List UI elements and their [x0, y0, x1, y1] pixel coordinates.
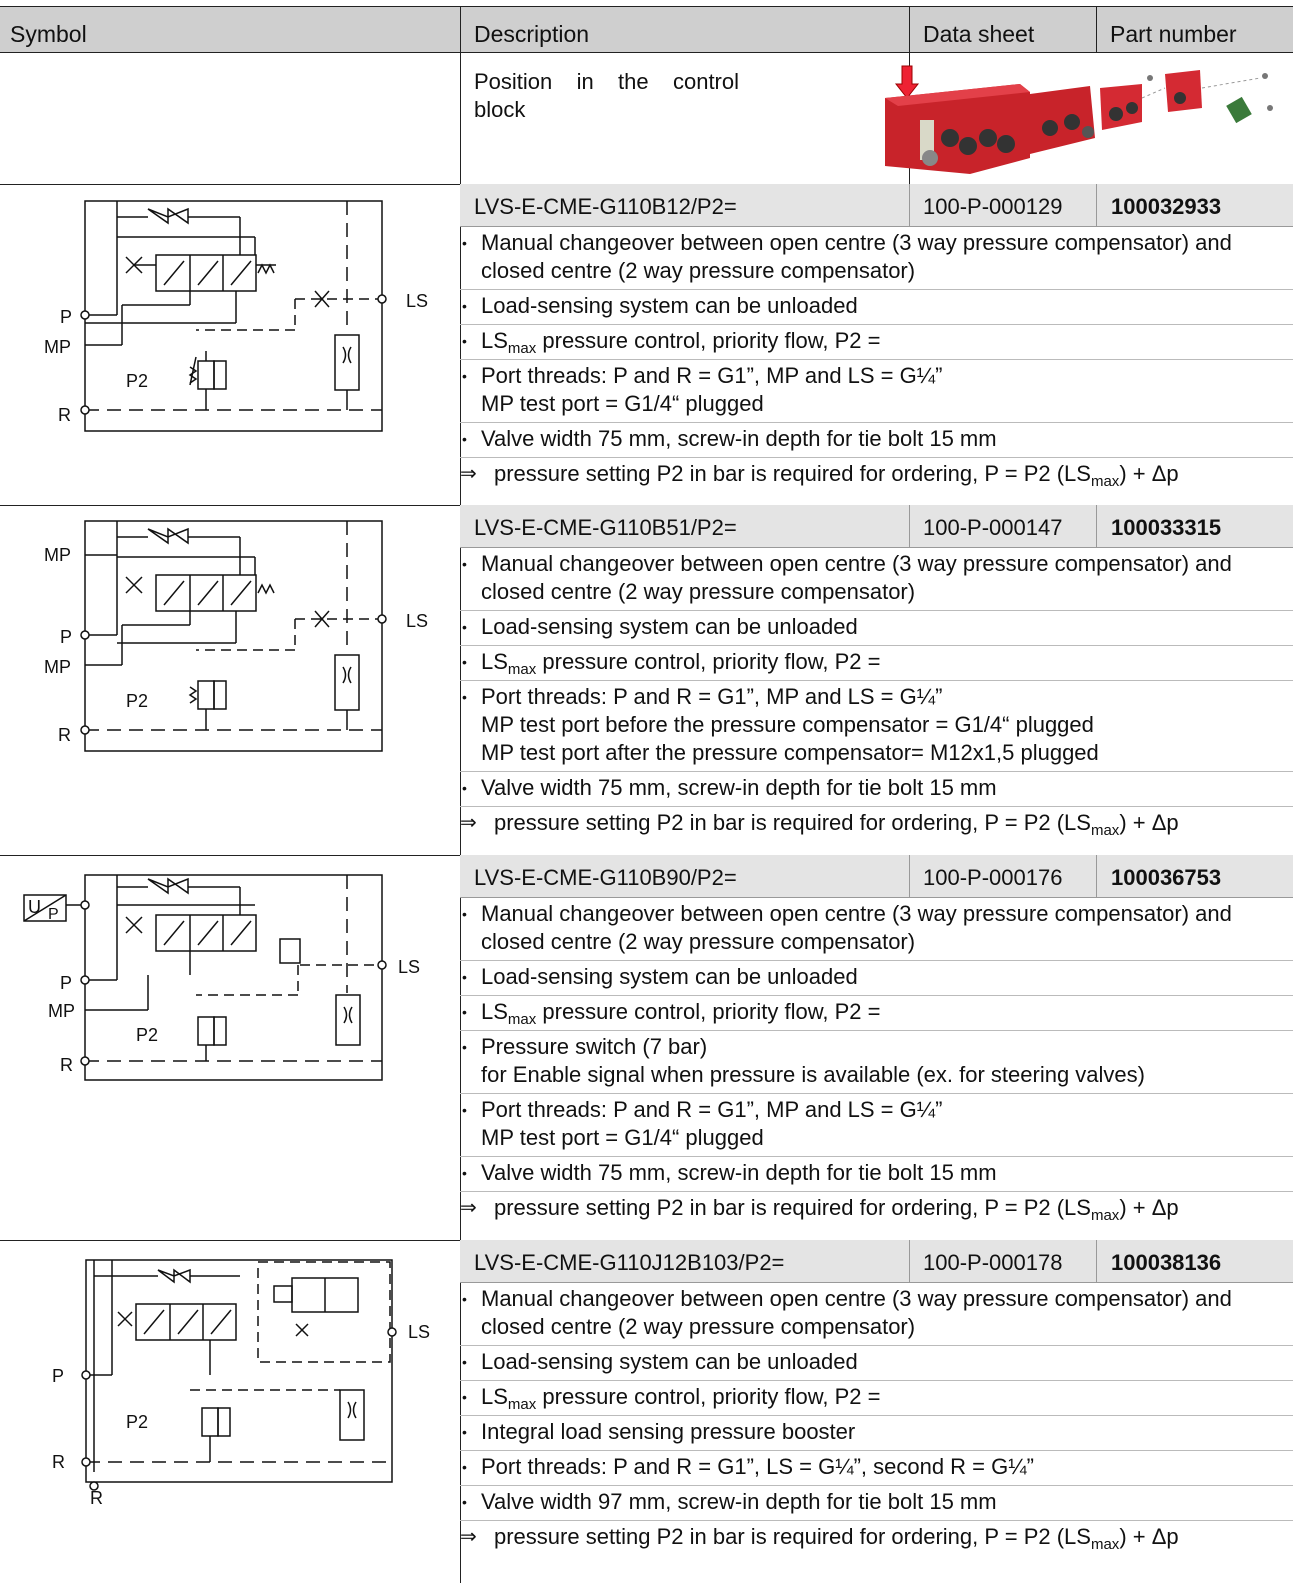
- header-symbol: Symbol: [0, 6, 460, 53]
- feature-item: Manual changeover between open centre (3…: [460, 898, 1293, 961]
- port-label-mp: MP: [48, 1001, 75, 1021]
- feature-item: Valve width 75 mm, screw-in depth for ti…: [460, 423, 1293, 458]
- switch-label-u: U: [28, 897, 41, 917]
- port-label-mp: MP: [44, 657, 71, 677]
- feature-item: Port threads: P and R = G1”, MP and LS =…: [460, 1094, 1293, 1157]
- feature-item: Load-sensing system can be unloaded: [460, 961, 1293, 996]
- part-number: 100036753: [1111, 865, 1222, 890]
- port-label-r: R: [58, 725, 71, 745]
- part-number: 100033315: [1111, 515, 1222, 540]
- feature-item: LSmax pressure control, priority flow, P…: [460, 1381, 1293, 1416]
- hydraulic-symbol-2: MP P MP R LS P2: [44, 520, 428, 752]
- feature-item: Integral load sensing pressure booster: [460, 1416, 1293, 1451]
- product-header: LVS-E-CME-G110B51/P2= 100-P-000147 10003…: [460, 505, 1293, 548]
- hydraulic-symbol-1: P MP R LS P2: [44, 200, 428, 432]
- port-label-r: R: [52, 1452, 65, 1472]
- product-code: LVS-E-CME-G110B51/P2=: [474, 515, 737, 540]
- hydraulic-symbol-4: P R R LS P2: [52, 1259, 430, 1508]
- label-p2: P2: [126, 371, 148, 391]
- data-sheet-number: 100-P-000176: [923, 865, 1063, 890]
- control-block-image: [885, 65, 1273, 174]
- port-label-ls: LS: [398, 957, 420, 977]
- port-label-p: P: [60, 627, 72, 647]
- port-label-p: P: [60, 307, 72, 327]
- port-label-ls: LS: [408, 1322, 430, 1342]
- position-text: Position in the control: [474, 69, 739, 94]
- feature-item: Valve width 75 mm, screw-in depth for ti…: [460, 1157, 1293, 1192]
- feature-item: Manual changeover between open centre (3…: [460, 1283, 1293, 1346]
- ordering-requirement: pressure setting P2 in bar is required f…: [460, 458, 1293, 492]
- data-sheet-number: 100-P-000178: [923, 1250, 1063, 1275]
- header-data-sheet: Data sheet: [909, 6, 1096, 53]
- label-p2: P2: [136, 1025, 158, 1045]
- port-label-mp: MP: [44, 337, 71, 357]
- feature-item: LSmax pressure control, priority flow, P…: [460, 325, 1293, 360]
- port-label-mp: MP: [44, 545, 71, 565]
- port-label-r: R: [60, 1055, 73, 1075]
- label-p2: P2: [126, 1412, 148, 1432]
- feature-item: LSmax pressure control, priority flow, P…: [460, 646, 1293, 681]
- feature-item: LSmax pressure control, priority flow, P…: [460, 996, 1293, 1031]
- feature-item: Manual changeover between open centre (3…: [460, 548, 1293, 611]
- data-sheet-number: 100-P-000147: [923, 515, 1063, 540]
- feature-item: Load-sensing system can be unloaded: [460, 611, 1293, 646]
- port-label-ls: LS: [406, 611, 428, 631]
- product-header: LVS-E-CME-G110J12B103/P2= 100-P-000178 1…: [460, 1240, 1293, 1283]
- ordering-requirement: pressure setting P2 in bar is required f…: [460, 1521, 1293, 1555]
- feature-item: Pressure switch (7 bar) for Enable signa…: [460, 1031, 1293, 1094]
- feature-item: Valve width 75 mm, screw-in depth for ti…: [460, 772, 1293, 807]
- part-number: 100032933: [1111, 194, 1222, 219]
- data-sheet-number: 100-P-000129: [923, 194, 1063, 219]
- feature-item: Load-sensing system can be unloaded: [460, 1346, 1293, 1381]
- part-number: 100038136: [1111, 1250, 1222, 1275]
- feature-item: Port threads: P and R = G1”, MP and LS =…: [460, 681, 1293, 772]
- feature-item: Valve width 97 mm, screw-in depth for ti…: [460, 1486, 1293, 1521]
- port-label-ls: LS: [406, 291, 428, 311]
- switch-label-p: P: [48, 906, 59, 923]
- header-description: Description: [460, 6, 909, 53]
- product-header: LVS-E-CME-G110B12/P2= 100-P-000129 10003…: [460, 184, 1293, 227]
- port-label-r: R: [58, 405, 71, 425]
- position-text-2: block: [474, 97, 526, 122]
- ordering-requirement: pressure setting P2 in bar is required f…: [460, 807, 1293, 841]
- port-label-p: P: [60, 973, 72, 993]
- feature-item: Port threads: P and R = G1”, MP and LS =…: [460, 360, 1293, 423]
- label-p2: P2: [126, 691, 148, 711]
- product-header: LVS-E-CME-G110B90/P2= 100-P-000176 10003…: [460, 855, 1293, 898]
- product-code: LVS-E-CME-G110B90/P2=: [474, 865, 737, 890]
- hydraulic-symbol-3: U P P MP R LS P2: [23, 874, 420, 1081]
- header-part-number: Part number: [1096, 6, 1293, 53]
- port-label-p: P: [52, 1366, 64, 1386]
- feature-item: Load-sensing system can be unloaded: [460, 290, 1293, 325]
- feature-item: Manual changeover between open centre (3…: [460, 227, 1293, 290]
- ordering-requirement: pressure setting P2 in bar is required f…: [460, 1192, 1293, 1226]
- product-code: LVS-E-CME-G110B12/P2=: [474, 194, 737, 219]
- product-code: LVS-E-CME-G110J12B103/P2=: [474, 1250, 785, 1275]
- port-label-r2: R: [90, 1488, 103, 1508]
- feature-item: Port threads: P and R = G1”, LS = G¼”, s…: [460, 1451, 1293, 1486]
